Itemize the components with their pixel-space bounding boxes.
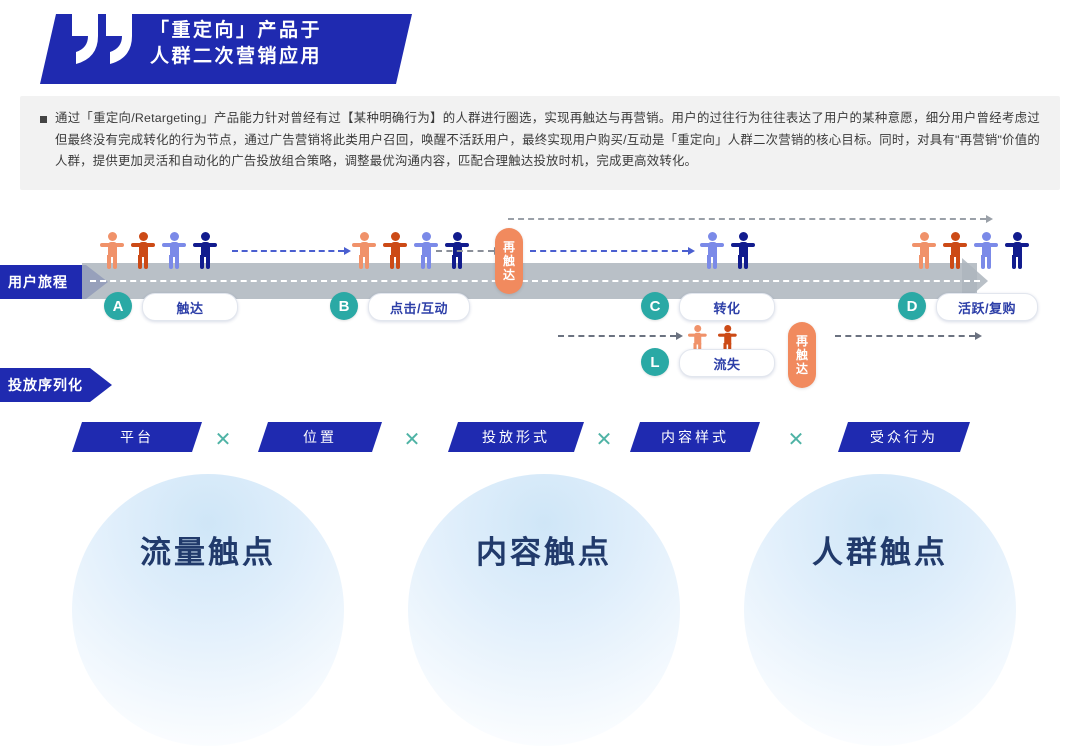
- journey-arrow-retarget-to-c-head: [688, 247, 695, 255]
- person-icon: [162, 232, 186, 270]
- person-icon: [943, 232, 967, 270]
- seq-operator-2: ✕: [403, 429, 421, 451]
- seq-operator-3: ✕: [595, 429, 613, 451]
- stage-pill-d[interactable]: 活跃/复购: [936, 293, 1038, 321]
- person-icon: [731, 232, 755, 270]
- journey-arrow-churn-retarget-out: [835, 335, 975, 337]
- journey-arrow-a-to-b: [232, 250, 344, 252]
- title-line-2: 人群二次营销应用: [150, 46, 323, 67]
- person-icon: [131, 232, 155, 270]
- slide-canvas: 「重定向」产品于 人群二次营销应用 通过「重定向/Retargeting」产品能…: [0, 8, 1060, 746]
- journey-arrow-b-to-retarget: [436, 250, 494, 252]
- page-title: 「重定向」产品于 人群二次营销应用: [150, 18, 322, 70]
- title-banner: [40, 14, 412, 84]
- stage-badge-churn-text: L: [650, 353, 660, 371]
- stage-badge-c-text: C: [649, 297, 661, 315]
- person-icon: [1005, 232, 1029, 270]
- person-icon: [445, 232, 469, 270]
- stage-pill-a[interactable]: 触达: [142, 293, 238, 321]
- seq-tag-position-text: 位置: [303, 429, 337, 445]
- touchpoint-circle-traffic[interactable]: [72, 474, 344, 746]
- square-bullet-icon: [40, 116, 47, 123]
- seq-tag-platform[interactable]: 平台: [72, 422, 202, 452]
- stage-pill-a-text: 触达: [176, 300, 204, 316]
- journey-arrow-a-to-b-head: [344, 247, 351, 255]
- journey-arrow-retarget-long: [508, 218, 986, 220]
- journey-arrow-churn-retarget-out-head: [975, 332, 982, 340]
- retarget-char-3: 达: [502, 268, 515, 282]
- journey-band-centerline: [90, 280, 980, 282]
- stage-pill-c-text: 转化: [713, 300, 741, 316]
- person-icon: [352, 232, 376, 270]
- touchpoint-label-traffic: 流量触点: [140, 535, 276, 570]
- journey-arrow-c-to-churn-head: [676, 332, 683, 340]
- person-icon: [414, 232, 438, 270]
- person-icon: [383, 232, 407, 270]
- touchpoint-circle-content[interactable]: [408, 474, 680, 746]
- retarget-char-1b: 再: [795, 334, 808, 348]
- retarget-char-2: 触: [502, 254, 515, 268]
- journey-arrow-retarget-long-head: [986, 215, 993, 223]
- journey-arrow-c-to-churn: [558, 335, 676, 337]
- retarget-char-2b: 触: [795, 348, 808, 362]
- seq-operator-4: ✕: [787, 429, 805, 451]
- stage-pill-c[interactable]: 转化: [679, 293, 775, 321]
- touchpoint-circle-audience[interactable]: [744, 474, 1016, 746]
- description-text: 通过「重定向/Retargeting」产品能力针对曾经有过【某种明确行为】的人群…: [55, 111, 1040, 168]
- stage-badge-churn[interactable]: L: [641, 348, 669, 376]
- retarget-char-1: 再: [502, 240, 515, 254]
- stage-badge-d-text: D: [906, 297, 918, 315]
- stage-badge-a-text: A: [112, 297, 124, 315]
- stage-badge-d[interactable]: D: [898, 292, 926, 320]
- seq-tag-audience-behavior[interactable]: 受众行为: [838, 422, 970, 452]
- section-label-sequencing: 投放序列化: [0, 368, 112, 402]
- person-icon: [718, 325, 737, 355]
- stage-pill-d-text: 活跃/复购: [957, 300, 1017, 316]
- person-icon: [974, 232, 998, 270]
- journey-arrow-retarget-to-c: [530, 250, 688, 252]
- person-icon: [193, 232, 217, 270]
- person-icon: [688, 325, 707, 355]
- section-label-user-journey-text: 用户旅程: [8, 274, 68, 290]
- retarget-pill-bottom[interactable]: 再 触 达: [788, 322, 816, 388]
- seq-tag-position[interactable]: 位置: [258, 422, 382, 452]
- seq-tag-ad-format[interactable]: 投放形式: [448, 422, 584, 452]
- touchpoint-label-audience: 人群触点: [812, 535, 948, 570]
- seq-operator-1: ✕: [214, 429, 232, 451]
- description-box: [20, 96, 1060, 190]
- touchpoint-label-content: 内容触点: [476, 535, 612, 570]
- person-icon: [912, 232, 936, 270]
- retarget-char-3b: 达: [795, 362, 808, 376]
- person-icon: [700, 232, 724, 270]
- retarget-pill-top[interactable]: 再 触 达: [495, 228, 523, 294]
- stage-badge-b-text: B: [338, 297, 350, 315]
- quotation-mark-icon: [72, 8, 132, 64]
- seq-tag-ad-format-text: 投放形式: [482, 429, 550, 445]
- stage-pill-b-text: 点击/互动: [389, 300, 449, 316]
- person-icon: [100, 232, 124, 270]
- stage-badge-b[interactable]: B: [330, 292, 358, 320]
- seq-tag-platform-text: 平台: [120, 429, 154, 445]
- stage-pill-churn-text: 流失: [713, 356, 741, 372]
- stage-pill-b[interactable]: 点击/互动: [368, 293, 470, 321]
- title-line-1: 「重定向」产品于: [150, 20, 323, 41]
- section-label-sequencing-text: 投放序列化: [8, 377, 83, 393]
- seq-tag-content-style-text: 内容样式: [661, 429, 729, 445]
- stage-pill-churn[interactable]: 流失: [679, 349, 775, 377]
- stage-badge-c[interactable]: C: [641, 292, 669, 320]
- stage-badge-a[interactable]: A: [104, 292, 132, 320]
- seq-tag-content-style[interactable]: 内容样式: [630, 422, 760, 452]
- seq-tag-audience-behavior-text: 受众行为: [870, 429, 938, 445]
